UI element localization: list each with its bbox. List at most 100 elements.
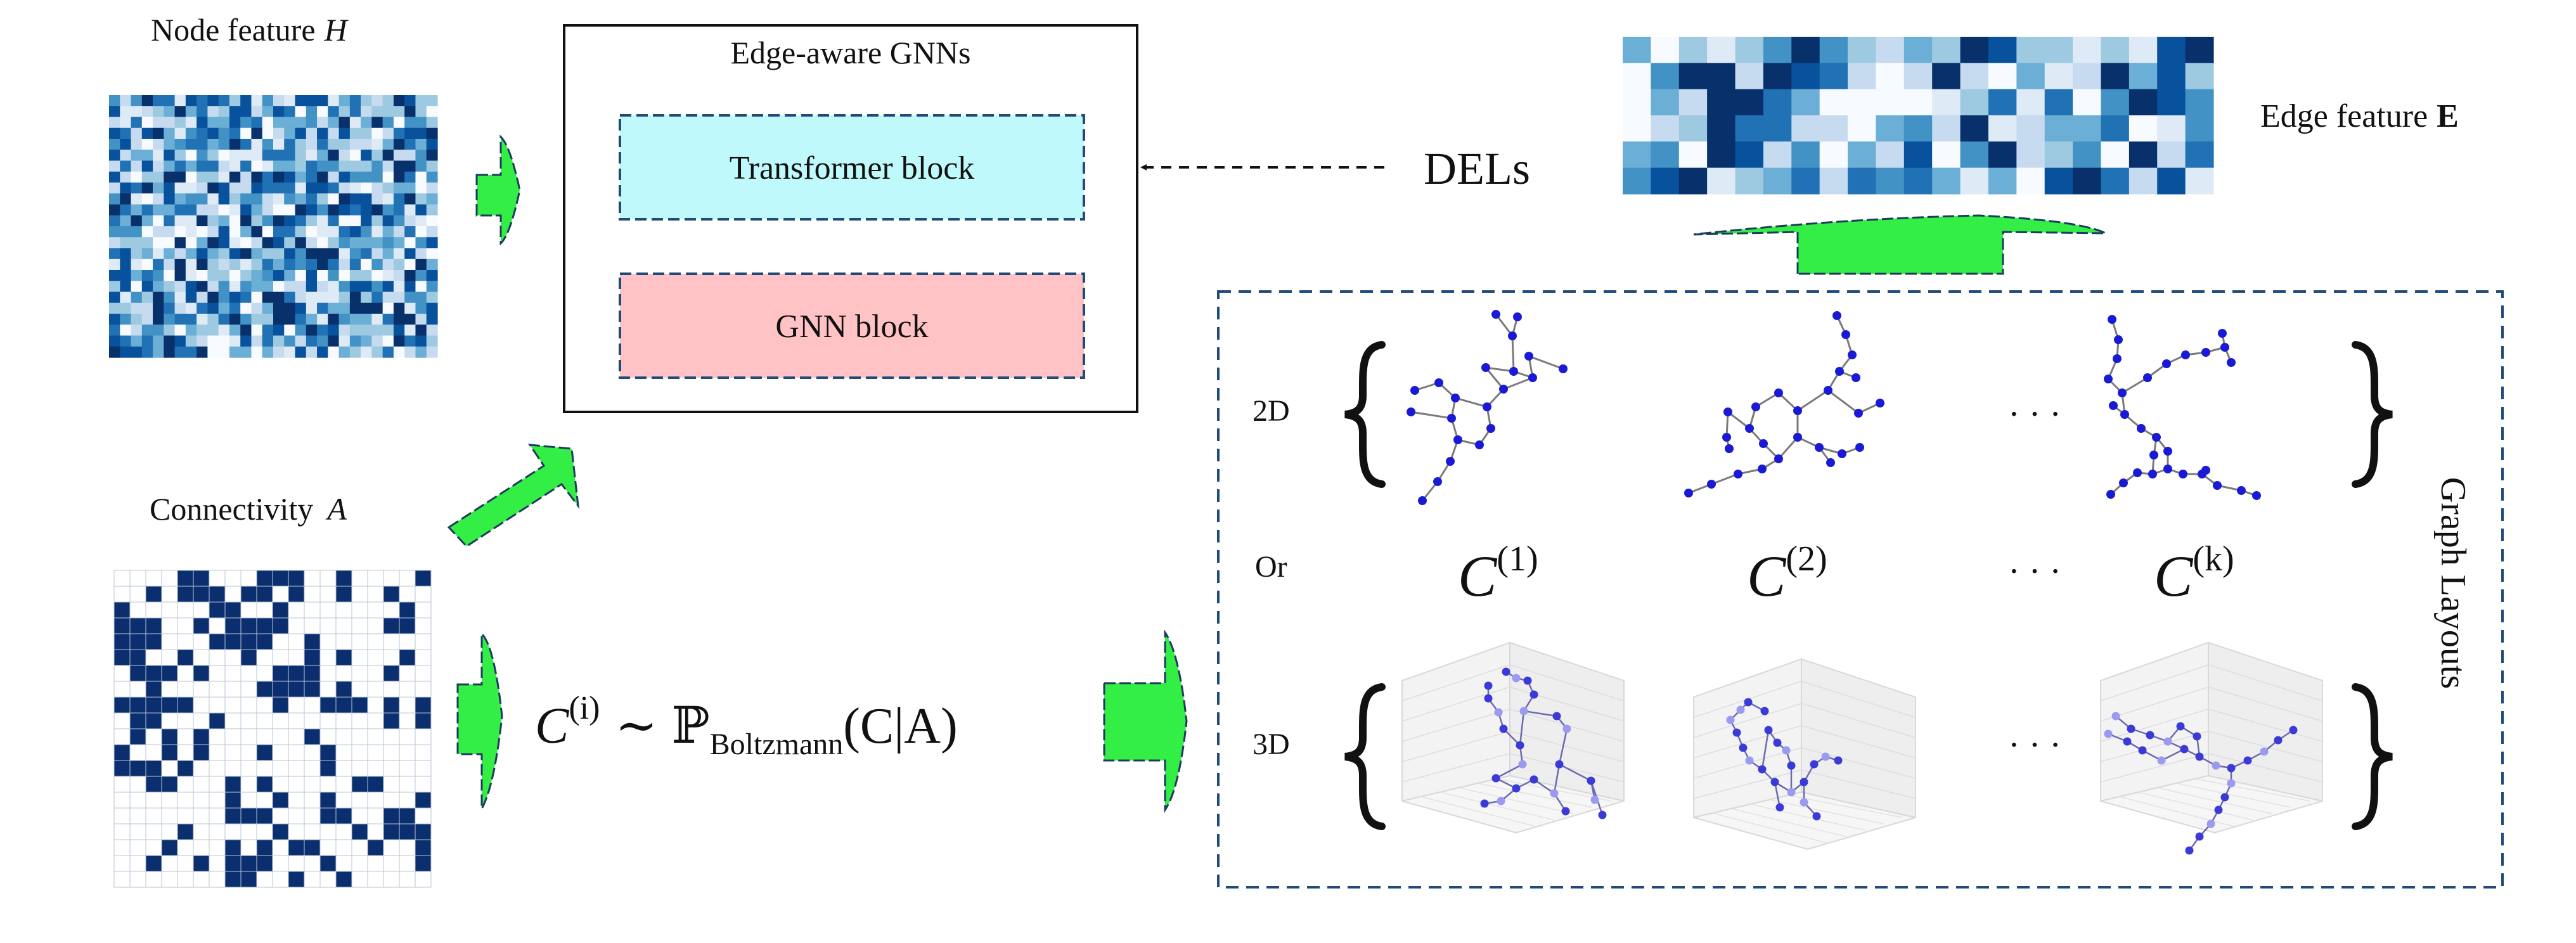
heatmap-cell [284, 248, 296, 260]
axes-gridline [1801, 681, 1916, 718]
heatmap-cell [207, 215, 219, 227]
heatmap-cell [153, 314, 164, 325]
matrix-cell [399, 792, 416, 809]
graph-node [1519, 707, 1528, 715]
heatmap-cell [284, 302, 296, 314]
heatmap-cell [251, 259, 263, 271]
heatmap-cell [251, 204, 263, 216]
matrix-cell [224, 728, 242, 745]
matrix-cell [272, 744, 289, 761]
heatmap-cell [185, 281, 197, 293]
heatmap-cell [185, 346, 197, 358]
heatmap-cell [328, 314, 340, 325]
heatmap-cell [1988, 115, 2017, 142]
heatmap-cell [371, 346, 383, 358]
heatmap-cell [371, 292, 383, 304]
matrix-cell [319, 807, 337, 824]
heatmap-cell [273, 117, 285, 129]
heatmap-cell [371, 193, 383, 205]
heatmap-cell [382, 324, 394, 337]
heatmap-cell [415, 139, 427, 150]
heatmap-cell [338, 150, 351, 162]
matrix-cell [288, 601, 305, 619]
matrix-cell [351, 871, 368, 888]
heatmap-cell [371, 324, 383, 337]
matrix-cell [240, 839, 257, 856]
matrix-cell [272, 839, 289, 856]
heatmap-cell [426, 193, 438, 205]
matrix-cell [209, 617, 226, 634]
heatmap-cell [349, 117, 361, 129]
matrix-cell [145, 601, 162, 619]
heatmap-cell [218, 150, 230, 162]
graph-layouts-panel [1217, 290, 2504, 888]
matrix-cell [304, 744, 321, 761]
heatmap-cell [218, 171, 230, 183]
heatmap-cell [174, 270, 186, 281]
heatmap-cell [218, 160, 230, 172]
graph-node [1826, 458, 1835, 467]
heatmap-cell [229, 292, 241, 304]
heatmap-cell [371, 150, 383, 162]
graph-edge [1511, 335, 1515, 372]
heatmap-cell [131, 183, 143, 194]
row-label-or: Or [1255, 550, 1287, 584]
matrix-cell [272, 570, 289, 587]
heatmap-cell [361, 150, 372, 162]
matrix-cell [256, 665, 273, 682]
heatmap-cell [262, 160, 274, 172]
matrix-cell [335, 776, 352, 793]
matrix-cell [415, 712, 432, 729]
matrix-cell [383, 633, 400, 650]
matrix-cell [383, 792, 400, 809]
heatmap-cell [174, 95, 186, 106]
heatmap-cell [153, 302, 164, 314]
matrix-cell [367, 871, 384, 888]
heatmap-cell [251, 127, 263, 139]
heatmap-cell [196, 127, 208, 139]
heatmap-cell [120, 95, 132, 106]
graph-node [2133, 468, 2142, 477]
graph-node [1433, 477, 1442, 486]
heatmap-cell [120, 117, 132, 129]
heatmap-cell [328, 204, 340, 216]
heatmap-cell [2185, 89, 2214, 116]
matrix-cell [335, 792, 352, 809]
heatmap-cell [240, 117, 252, 129]
graph-node [2252, 491, 2261, 500]
graph-node [1800, 798, 1808, 807]
matrix-cell [129, 871, 146, 888]
matrix-cell [383, 712, 400, 729]
heatmap-cell [382, 292, 394, 304]
ellipsis-2d: · · · [2008, 395, 2061, 434]
heatmap-cell [306, 183, 318, 194]
heatmap-cell [109, 248, 120, 260]
heatmap-cell [229, 302, 241, 314]
heatmap-cell [317, 302, 328, 314]
axes-gridline [2100, 731, 2209, 762]
heatmap-cell [2128, 141, 2158, 169]
matrix-cell [383, 649, 400, 666]
graph-node [1410, 386, 1419, 395]
matrix-cell [113, 665, 131, 682]
heatmap-cell [404, 335, 416, 347]
matrix-cell [177, 617, 194, 634]
matrix-cell [209, 712, 226, 729]
heatmap-cell [164, 95, 176, 106]
axes-gridline [1712, 812, 1827, 844]
matrix-cell [335, 570, 352, 587]
heatmap-cell [207, 314, 219, 325]
heatmap-cell [120, 127, 132, 139]
matrix-cell [129, 855, 146, 872]
heatmap-cell [2073, 167, 2102, 195]
matrix-cell [304, 728, 321, 745]
matrix-cell [129, 839, 146, 856]
heatmap-cell [1651, 141, 1680, 169]
graph-node [1407, 407, 1415, 416]
heatmap-cell [131, 237, 143, 249]
heatmap-cell [1791, 89, 1820, 116]
matrix-cell [145, 807, 162, 824]
heatmap-cell [131, 215, 143, 227]
heatmap-cell [251, 171, 263, 183]
heatmap-cell [1819, 141, 1848, 169]
